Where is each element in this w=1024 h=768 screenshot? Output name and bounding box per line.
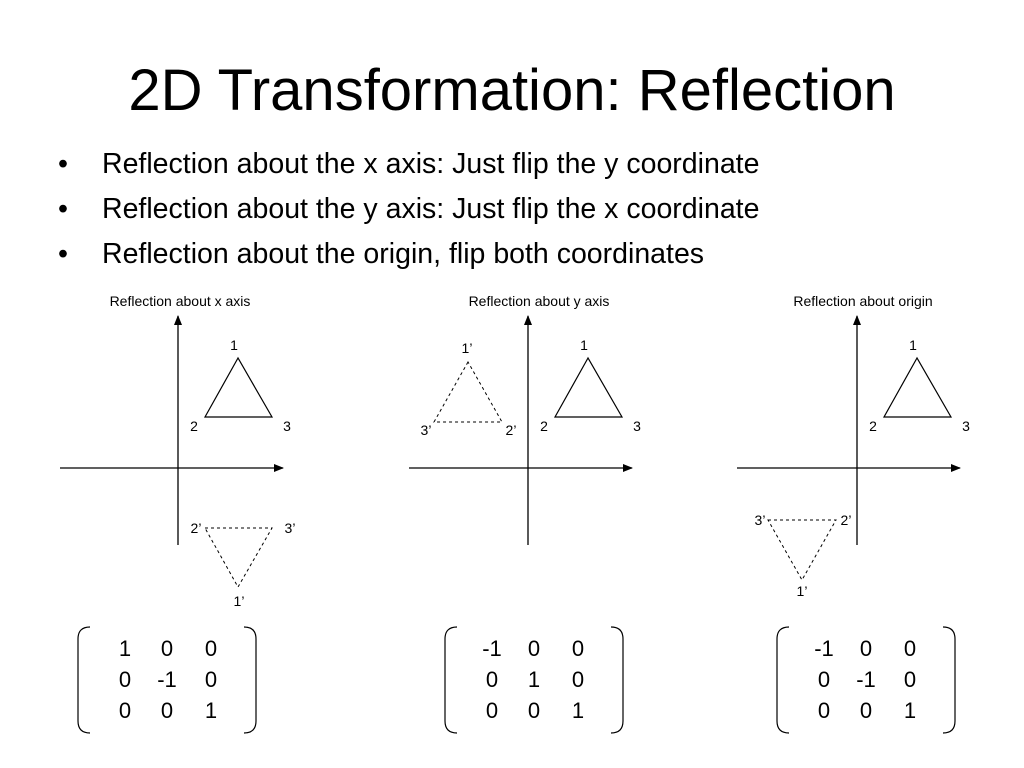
vertex-label: 3’ xyxy=(755,512,766,528)
matrix-cell: 1 xyxy=(118,636,132,661)
slide-title: 2D Transformation: Reflection xyxy=(128,58,896,123)
bullet-list: • Reflection about the x axis: Just flip … xyxy=(58,142,759,277)
vertex-label: 1 xyxy=(580,337,588,353)
bullet-marker: • xyxy=(58,238,68,270)
vertex-label: 3’ xyxy=(285,520,296,536)
matrix-cell: 1 xyxy=(571,698,585,723)
matrix-cell: 0 xyxy=(859,636,873,661)
vertex-label: 3’ xyxy=(421,422,432,438)
matrix-brackets xyxy=(776,626,956,734)
panel-origin: Reflection about origin 1 2 3 1’ 2’ 3’ xyxy=(737,293,970,599)
vertex-label: 3 xyxy=(283,418,291,434)
bullet-text: Reflection about the origin, flip both c… xyxy=(102,238,705,270)
reflected-triangle xyxy=(433,360,503,423)
bullet-item: • Reflection about the x axis: Just flip … xyxy=(58,142,759,187)
matrix-cell: 0 xyxy=(571,636,585,661)
original-triangle xyxy=(203,356,274,418)
matrix-cell: 0 xyxy=(817,698,831,723)
bullet-item: • Reflection about the origin, flip both … xyxy=(58,232,759,277)
matrix-cell: -1 xyxy=(814,636,834,661)
vertex-label: 1 xyxy=(230,337,238,353)
matrix-cell: 0 xyxy=(204,636,218,661)
vertex-label: 1’ xyxy=(797,583,808,599)
vertex-label: 1’ xyxy=(234,593,245,609)
matrix-cell: -1 xyxy=(482,636,502,661)
panel-caption: Reflection about y axis xyxy=(469,293,610,309)
panel-caption: Reflection about origin xyxy=(793,293,932,309)
vertex-label: 3 xyxy=(633,418,641,434)
matrix-cell: 0 xyxy=(118,667,132,692)
matrix-cell: 0 xyxy=(859,698,873,723)
original-triangle xyxy=(882,356,953,418)
matrix-cell: 0 xyxy=(160,698,174,723)
vertex-label: 2’ xyxy=(506,422,517,438)
vertex-label: 2 xyxy=(540,418,548,434)
matrix-cell: 1 xyxy=(903,698,917,723)
matrix-cell: 0 xyxy=(118,698,132,723)
reflected-triangle xyxy=(767,519,837,582)
reflected-triangle xyxy=(204,527,273,589)
matrix-cell: 0 xyxy=(817,667,831,692)
bullet-item: • Reflection about the y axis: Just flip … xyxy=(58,187,759,232)
vertex-label: 2 xyxy=(869,418,877,434)
matrix-cell: 0 xyxy=(903,667,917,692)
matrix-cell: -1 xyxy=(157,667,177,692)
matrix-cell: 0 xyxy=(204,667,218,692)
matrix-cell: 0 xyxy=(527,636,541,661)
matrix-cell: 0 xyxy=(903,636,917,661)
matrix-brackets xyxy=(444,626,624,734)
matrix-cell: 0 xyxy=(485,667,499,692)
vertex-label: 1’ xyxy=(462,340,473,356)
bullet-marker: • xyxy=(58,148,68,180)
panel-x-axis: Reflection about x axis 1 2 3 1’ 2’ 3’ xyxy=(60,293,295,609)
vertex-label: 2 xyxy=(190,418,198,434)
vertex-label: 2’ xyxy=(841,512,852,528)
original-triangle xyxy=(553,356,624,418)
panel-caption: Reflection about x axis xyxy=(110,293,251,309)
matrix-cell: 0 xyxy=(160,636,174,661)
vertex-label: 1 xyxy=(909,337,917,353)
matrix-y-reflection: -1 0 0 0 1 0 0 0 1 xyxy=(444,625,624,735)
vertex-label: 2’ xyxy=(191,520,202,536)
bullet-text: Reflection about the x axis: Just flip t… xyxy=(102,148,760,180)
matrix-x-reflection: 1 0 0 0 -1 0 0 0 1 xyxy=(77,625,257,735)
matrix-cell: 0 xyxy=(571,667,585,692)
matrix-origin-reflection: -1 0 0 0 -1 0 0 0 1 xyxy=(776,625,956,735)
bullet-text: Reflection about the y axis: Just flip t… xyxy=(102,193,760,225)
vertex-label: 3 xyxy=(962,418,970,434)
panel-y-axis: Reflection about y axis 1 2 3 1’ 2’ 3’ xyxy=(409,293,641,545)
matrix-cell: -1 xyxy=(856,667,876,692)
matrix-brackets xyxy=(77,626,257,734)
matrix-cell: 0 xyxy=(527,698,541,723)
matrix-cell: 1 xyxy=(204,698,218,723)
bullet-marker: • xyxy=(58,193,68,225)
matrix-cell: 1 xyxy=(527,667,541,692)
matrix-cell: 0 xyxy=(485,698,499,723)
